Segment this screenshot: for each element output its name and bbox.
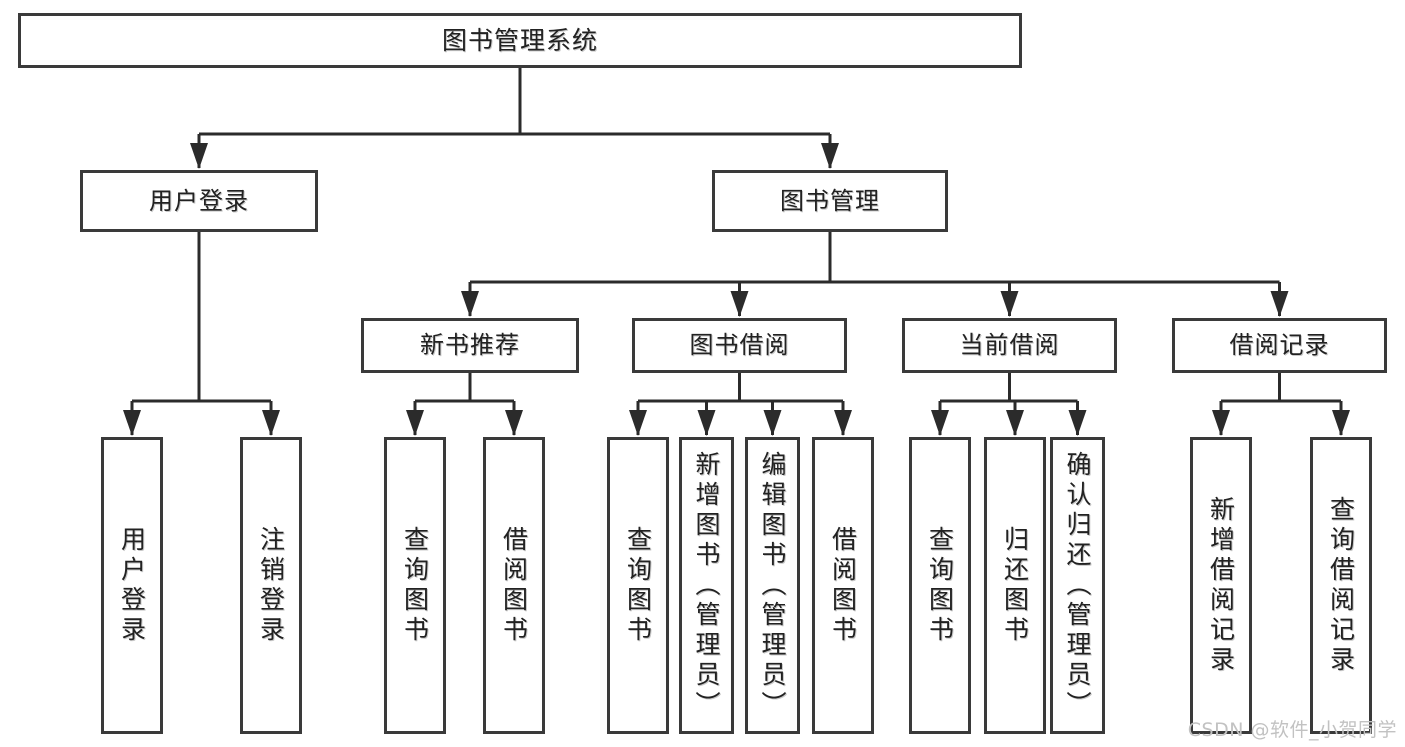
connector-arrowhead (730, 291, 749, 317)
connector-arrowhead (461, 291, 479, 317)
node-l7[interactable]: 编辑图书（管理员） (745, 437, 800, 734)
connector-arrowhead (931, 410, 949, 436)
node-label: 图书管理系统 (441, 25, 598, 55)
node-label: 查询图书 (400, 525, 430, 646)
node-label: 查询借阅记录 (1326, 495, 1356, 676)
node-label: 确认归还（管理员） (1063, 450, 1092, 721)
node-l11[interactable]: 确认归还（管理员） (1050, 437, 1105, 734)
connector-arrowhead (1000, 291, 1019, 317)
connector-arrowhead (697, 410, 716, 436)
connector-arrowhead (123, 410, 141, 436)
connector-arrowhead (1332, 410, 1350, 436)
connector-arrowhead (262, 410, 280, 436)
connector-arrowhead (629, 410, 647, 436)
node-label: 借阅图书 (828, 525, 858, 646)
node-l2[interactable]: 注销登录 (240, 437, 302, 734)
node-login[interactable]: 用户登录 (80, 170, 318, 232)
node-label: 编辑图书（管理员） (758, 450, 787, 721)
node-label: 新增图书（管理员） (692, 450, 721, 721)
node-label: 借阅记录 (1229, 331, 1330, 360)
node-l4[interactable]: 借阅图书 (483, 437, 545, 734)
connector-arrowhead (1270, 291, 1289, 317)
node-label: 新增借阅记录 (1206, 495, 1236, 676)
connector-arrowhead (1068, 410, 1087, 436)
node-label: 图书借阅 (689, 331, 790, 360)
node-records[interactable]: 借阅记录 (1172, 318, 1387, 373)
node-l12[interactable]: 新增借阅记录 (1190, 437, 1252, 734)
node-root[interactable]: 图书管理系统 (18, 13, 1022, 68)
connector-arrowhead (821, 143, 839, 169)
node-label: 借阅图书 (499, 525, 529, 646)
node-current[interactable]: 当前借阅 (902, 318, 1117, 373)
node-label: 查询图书 (623, 525, 653, 646)
watermark: CSDN @软件_小贺同学 (1187, 719, 1397, 741)
node-label: 查询图书 (925, 525, 955, 646)
connector-arrowhead (505, 410, 523, 436)
node-l1[interactable]: 用户登录 (101, 437, 163, 734)
node-label: 用户登录 (149, 186, 249, 215)
node-l13[interactable]: 查询借阅记录 (1310, 437, 1372, 734)
connector-arrowhead (190, 143, 208, 169)
node-l8[interactable]: 借阅图书 (812, 437, 874, 734)
node-borrow[interactable]: 图书借阅 (632, 318, 847, 373)
node-label: 用户登录 (117, 525, 147, 646)
connector-arrowhead (1212, 410, 1230, 436)
connector-arrowhead (834, 410, 852, 436)
node-l3[interactable]: 查询图书 (384, 437, 446, 734)
node-label: 归还图书 (1000, 525, 1030, 646)
node-l10[interactable]: 归还图书 (984, 437, 1046, 734)
node-newbook[interactable]: 新书推荐 (361, 318, 579, 373)
node-l9[interactable]: 查询图书 (909, 437, 971, 734)
node-label: 注销登录 (256, 525, 286, 646)
node-label: 当前借阅 (959, 331, 1060, 360)
connector-arrowhead (763, 410, 782, 436)
node-l5[interactable]: 查询图书 (607, 437, 669, 734)
connector-arrowhead (406, 410, 424, 436)
node-label: 图书管理 (780, 186, 880, 215)
connector-arrowhead (1006, 410, 1024, 436)
node-l6[interactable]: 新增图书（管理员） (679, 437, 734, 734)
node-bookmgmt[interactable]: 图书管理 (712, 170, 948, 232)
node-label: 新书推荐 (420, 331, 520, 360)
